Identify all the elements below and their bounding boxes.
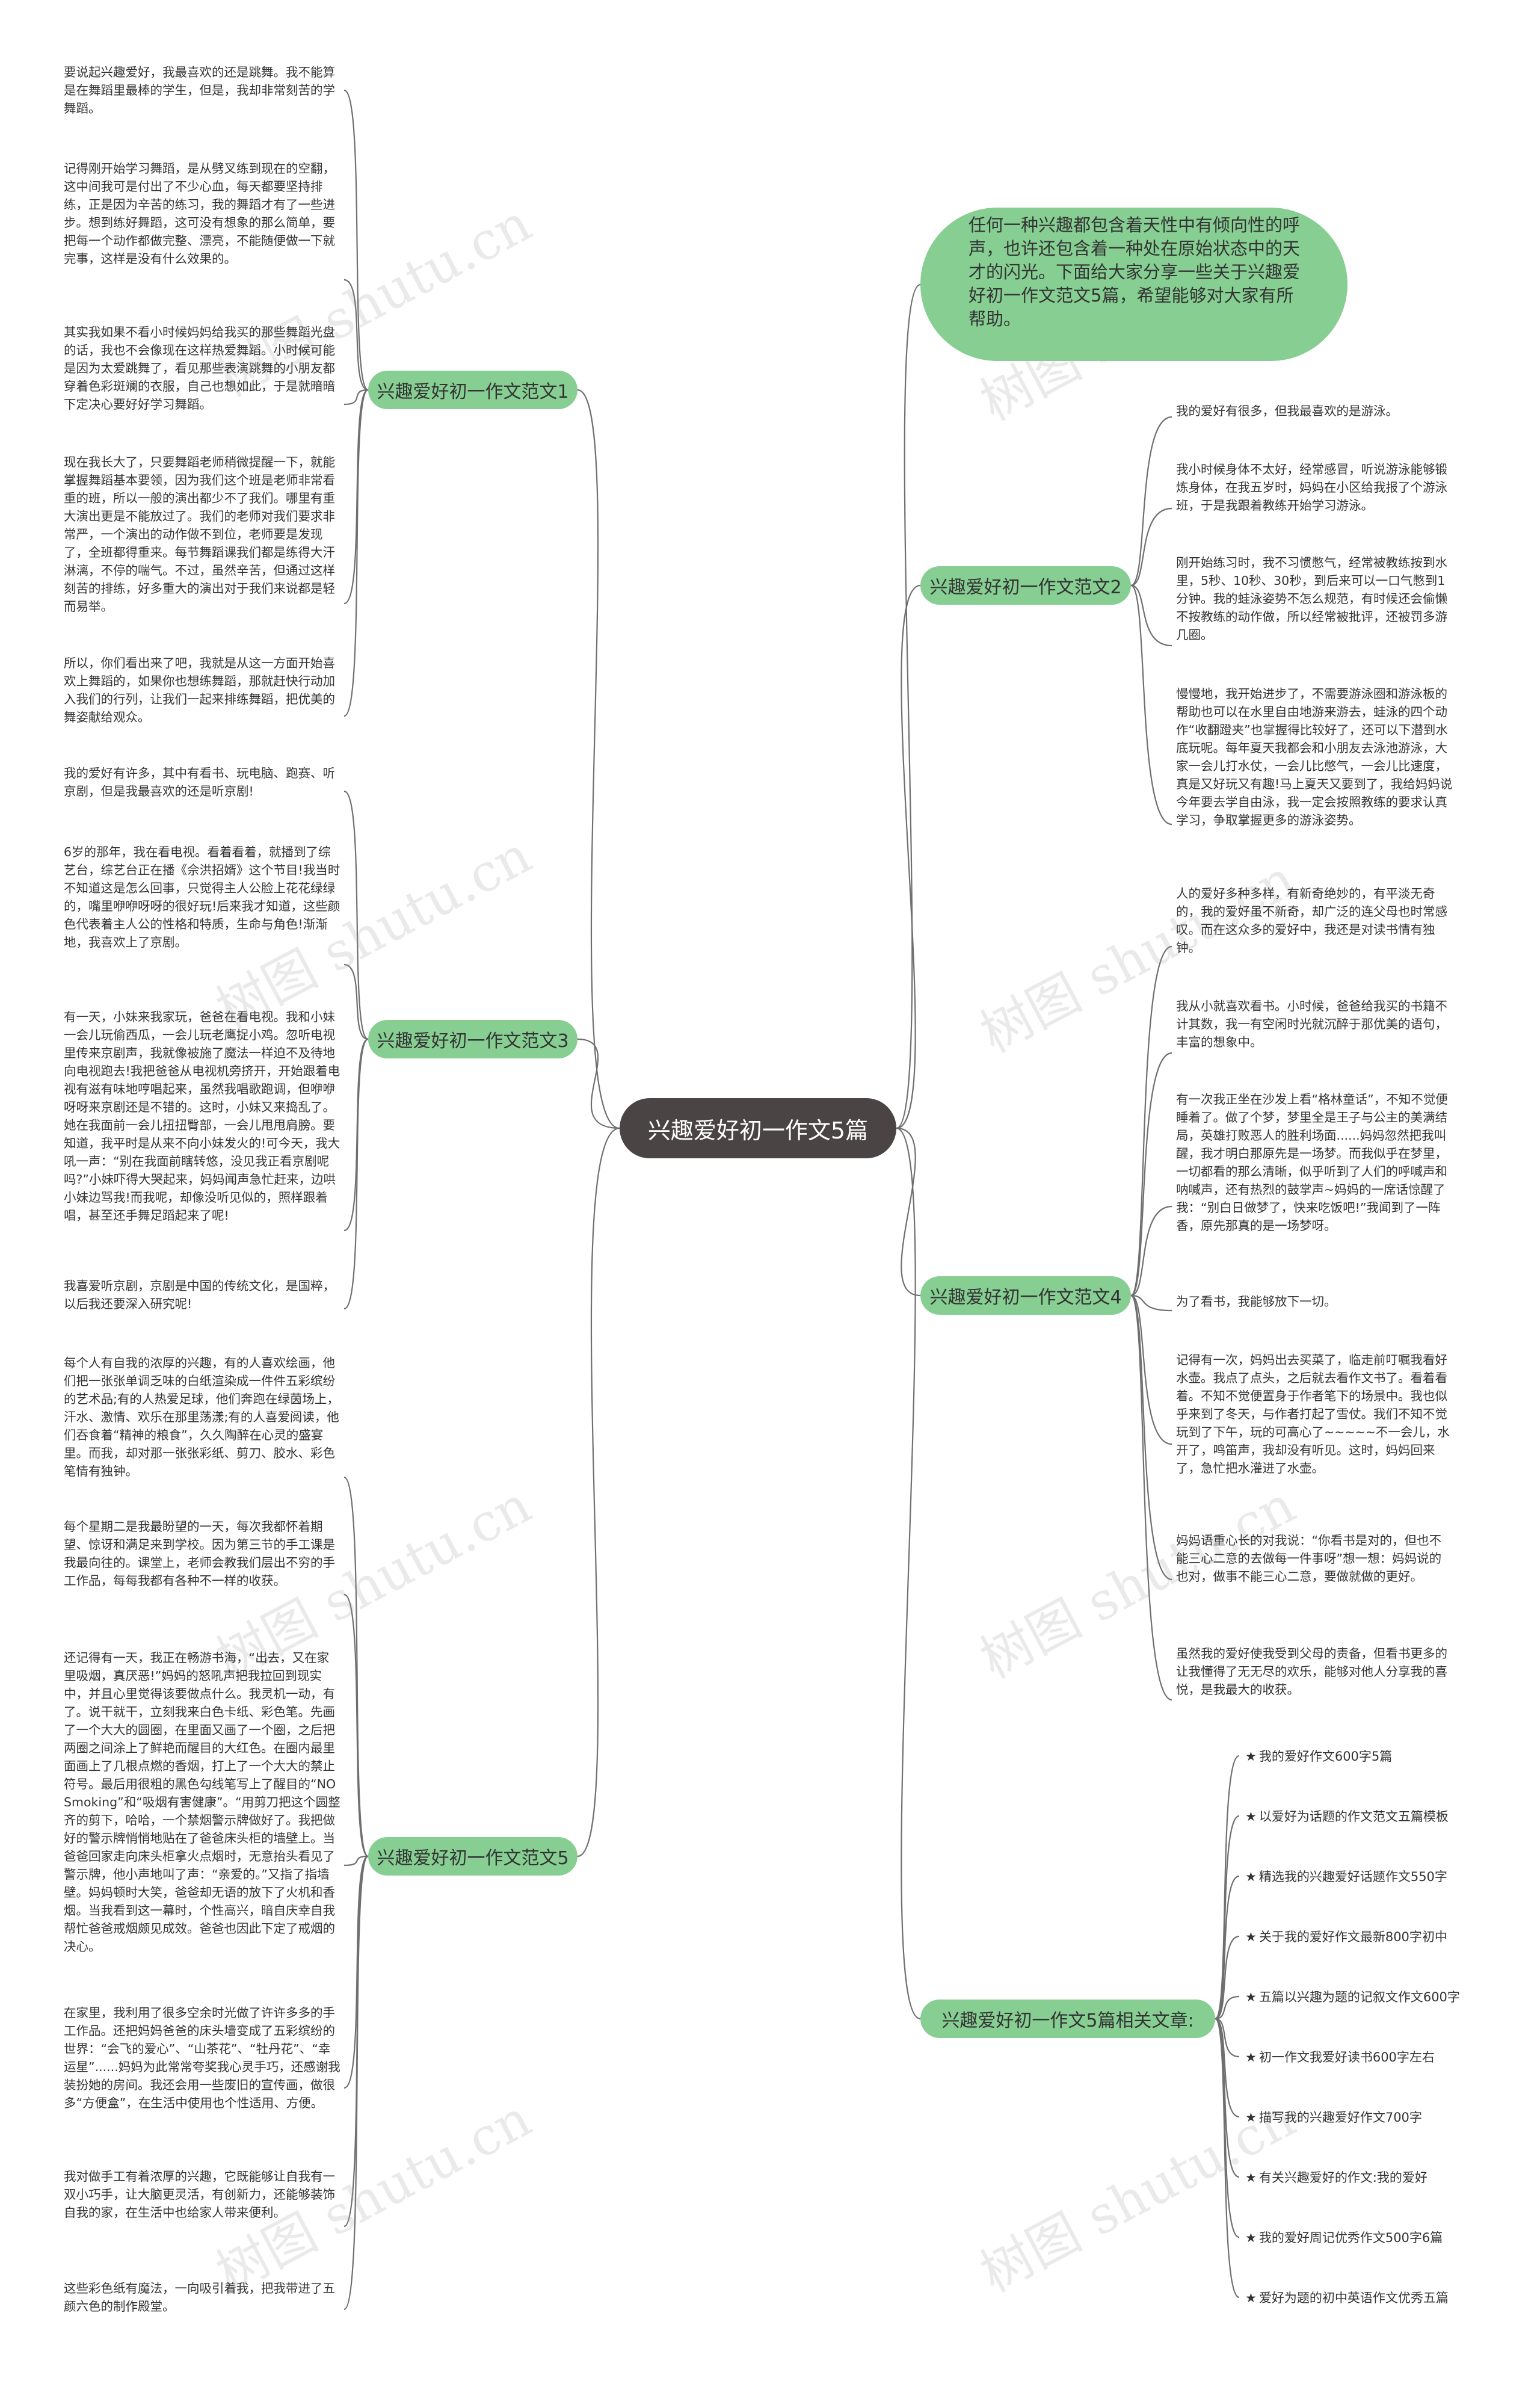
essay-4-paragraph: 我从小就喜欢看书。小时候，爸爸给我买的书籍不计其数，我一有空闲时光就沉醉于那优美… — [1176, 999, 1447, 1049]
branch-essay-4[interactable]: 兴趣爱好初一作文范文4 — [920, 1276, 1131, 1315]
essay-2-paragraph: 我小时候身体不太好，经常感冒，听说游泳能够锻炼身体，在我五岁时，妈妈在小区给我报… — [1176, 462, 1447, 513]
related-article-link[interactable]: ★以爱好为话题的作文范文五篇模板 — [1245, 1809, 1449, 1824]
essay-4-paragraph: 人的爱好多种多样，有新奇绝妙的，有平淡无奇的，我的爱好虽不新奇，却广泛的连父母也… — [1176, 886, 1447, 955]
branch-essay-2[interactable]: 兴趣爱好初一作文范文2 — [920, 566, 1131, 605]
branch-essay-3[interactable]: 兴趣爱好初一作文范文3 — [368, 1020, 578, 1058]
related-article-link[interactable]: ★关于我的爱好作文最新800字初中 — [1245, 1930, 1447, 1944]
branch-label: 兴趣爱好初一作文范文4 — [929, 1287, 1122, 1308]
branch-label: 兴趣爱好初一作文范文2 — [929, 577, 1122, 598]
essay-2-paragraph: 慢慢地，我开始进步了，不需要游泳圈和游泳板的帮助也可以在水里自由地游来游去，蛙泳… — [1176, 687, 1453, 827]
related-article-link[interactable]: ★精选我的兴趣爱好话题作文550字 — [1245, 1870, 1447, 1884]
essay-4-paragraph: 有一次我正坐在沙发上看“格林童话”，不知不觉便睡着了。做了个梦，梦里全是王子与公… — [1176, 1092, 1448, 1233]
essay-1-paragraph: 现在我长大了，只要舞蹈老师稍微提醒一下，就能掌握舞蹈基本要领，因为我们这个班是老… — [64, 455, 335, 614]
essay-4-paragraph: 记得有一次，妈妈出去买菜了，临走前叮嘱我看好水壶。我点了点头，之后就去看作文书了… — [1176, 1353, 1450, 1475]
essay-3-paragraph: 我喜爱听京剧，京剧是中国的传统文化，是国粹，以后我还要深入研究呢! — [64, 1279, 335, 1311]
essay-4-paragraph: 为了看书，我能够放下一切。 — [1176, 1294, 1337, 1309]
essay-2-paragraph: 我的爱好有很多，但我最喜欢的是游泳。 — [1176, 404, 1398, 418]
essay-1-paragraph: 记得刚开始学习舞蹈，是从劈叉练到现在的空翻，这中间我可是付出了不少心血，每天都要… — [64, 161, 335, 266]
branch-essay-1[interactable]: 兴趣爱好初一作文范文1 — [368, 371, 578, 409]
related-article-link[interactable]: ★有关兴趣爱好的作文:我的爱好 — [1245, 2170, 1428, 2185]
essay-5-paragraph: 我对做手工有着浓厚的兴趣，它既能够让自我有一双小巧手，让大脑更灵活，有创新力，还… — [64, 2169, 335, 2220]
essay-4-paragraph: 虽然我的爱好使我受到父母的责备，但看书更多的让我懂得了无无尽的欢乐，能够对他人分… — [1176, 1646, 1447, 1697]
branch-label: 兴趣爱好初一作文范文3 — [377, 1031, 569, 1052]
intro-node[interactable]: 任何一种兴趣都包含着天性中有倾向性的呼声，也许还包含着一种处在原始状态中的天才的… — [920, 208, 1348, 361]
essay-3-paragraph: 有一天，小妹来我家玩，爸爸在看电视。我和小妹一会儿玩偷西瓜，一会儿玩老鹰捉小鸡。… — [64, 1010, 340, 1223]
essay-5-paragraph: 这些彩色纸有魔法，一向吸引着我，把我带进了五颜六色的制作殿堂。 — [64, 2281, 335, 2314]
intro-text: 任何一种兴趣都包含着天性中有倾向性的呼声，也许还包含着一种处在原始状态中的天才的… — [969, 215, 1301, 329]
root-title: 兴趣爱好初一作文5篇 — [647, 1117, 869, 1144]
related-article-link[interactable]: ★初一作文我爱好读书600字左右 — [1245, 2050, 1435, 2064]
branch-essay-5[interactable]: 兴趣爱好初一作文范文5 — [368, 1837, 578, 1876]
branch-related-articles[interactable]: 兴趣爱好初一作文5篇相关文章: — [920, 2000, 1215, 2038]
essay-3-paragraph: 6岁的那年，我在看电视。看着看着，就播到了综艺台，综艺台正在播《佘洪招婿》这个节… — [64, 845, 340, 950]
essay-1-paragraph: 要说起兴趣爱好，我最喜欢的还是跳舞。我不能算是在舞蹈里最棒的学生，但是，我却非常… — [64, 65, 335, 116]
related-article-link[interactable]: ★我的爱好周记优秀作文500字6篇 — [1245, 2231, 1443, 2245]
essay-2-paragraph: 刚开始练习时，我不习惯憋气，经常被教练按到水里，5秒、10秒、30秒，到后来可以… — [1176, 555, 1447, 642]
essay-1-paragraph: 其实我如果不看小时候妈妈给我买的那些舞蹈光盘的话，我也不会像现在这样热爱舞蹈。小… — [64, 325, 335, 412]
branch-label: 兴趣爱好初一作文范文5 — [377, 1848, 569, 1869]
branch-label: 兴趣爱好初一作文5篇相关文章: — [941, 2010, 1194, 2031]
related-article-link[interactable]: ★描写我的兴趣爱好作文700字 — [1245, 2110, 1422, 2125]
root-topic[interactable]: 兴趣爱好初一作文5篇 — [620, 1098, 896, 1158]
related-article-link[interactable]: ★我的爱好作文600字5篇 — [1245, 1749, 1393, 1764]
related-article-link[interactable]: ★五篇以兴趣为题的记叙文作文600字 — [1245, 1990, 1460, 2004]
essay-1-paragraph: 所以，你们看出来了吧，我就是从这一方面开始喜欢上舞蹈的，如果你也想练舞蹈，那就赶… — [64, 656, 335, 724]
related-article-link[interactable]: ★爱好为题的初中英语作文优秀五篇 — [1245, 2291, 1449, 2305]
essay-4-paragraph: 妈妈语重心长的对我说：“你看书是对的，但也不能三心二意的去做每一件事呀”想一想：… — [1176, 1533, 1442, 1584]
branch-label: 兴趣爱好初一作文范文1 — [377, 381, 569, 403]
essay-5-paragraph: 每个星期二是我最盼望的一天，每次我都怀着期望、惊讶和满足来到学校。因为第三节的手… — [64, 1519, 335, 1588]
essay-3-paragraph: 我的爱好有许多，其中有看书、玩电脑、跑赛、听京剧，但是我最喜欢的还是听京剧! — [64, 766, 335, 798]
essay-5-paragraph: 还记得有一天，我正在畅游书海，“出去，又在家里吸烟，真厌恶!”妈妈的怒吼声把我拉… — [64, 1651, 340, 1954]
essay-5-paragraph: 每个人有自我的浓厚的兴趣，有的人喜欢绘画，他们把一张张单调乏味的白纸渲染成一件件… — [64, 1356, 339, 1478]
essay-5-paragraph: 在家里，我利用了很多空余时光做了许许多多的手工作品。还把妈妈爸爸的床头墙变成了五… — [64, 2006, 340, 2110]
